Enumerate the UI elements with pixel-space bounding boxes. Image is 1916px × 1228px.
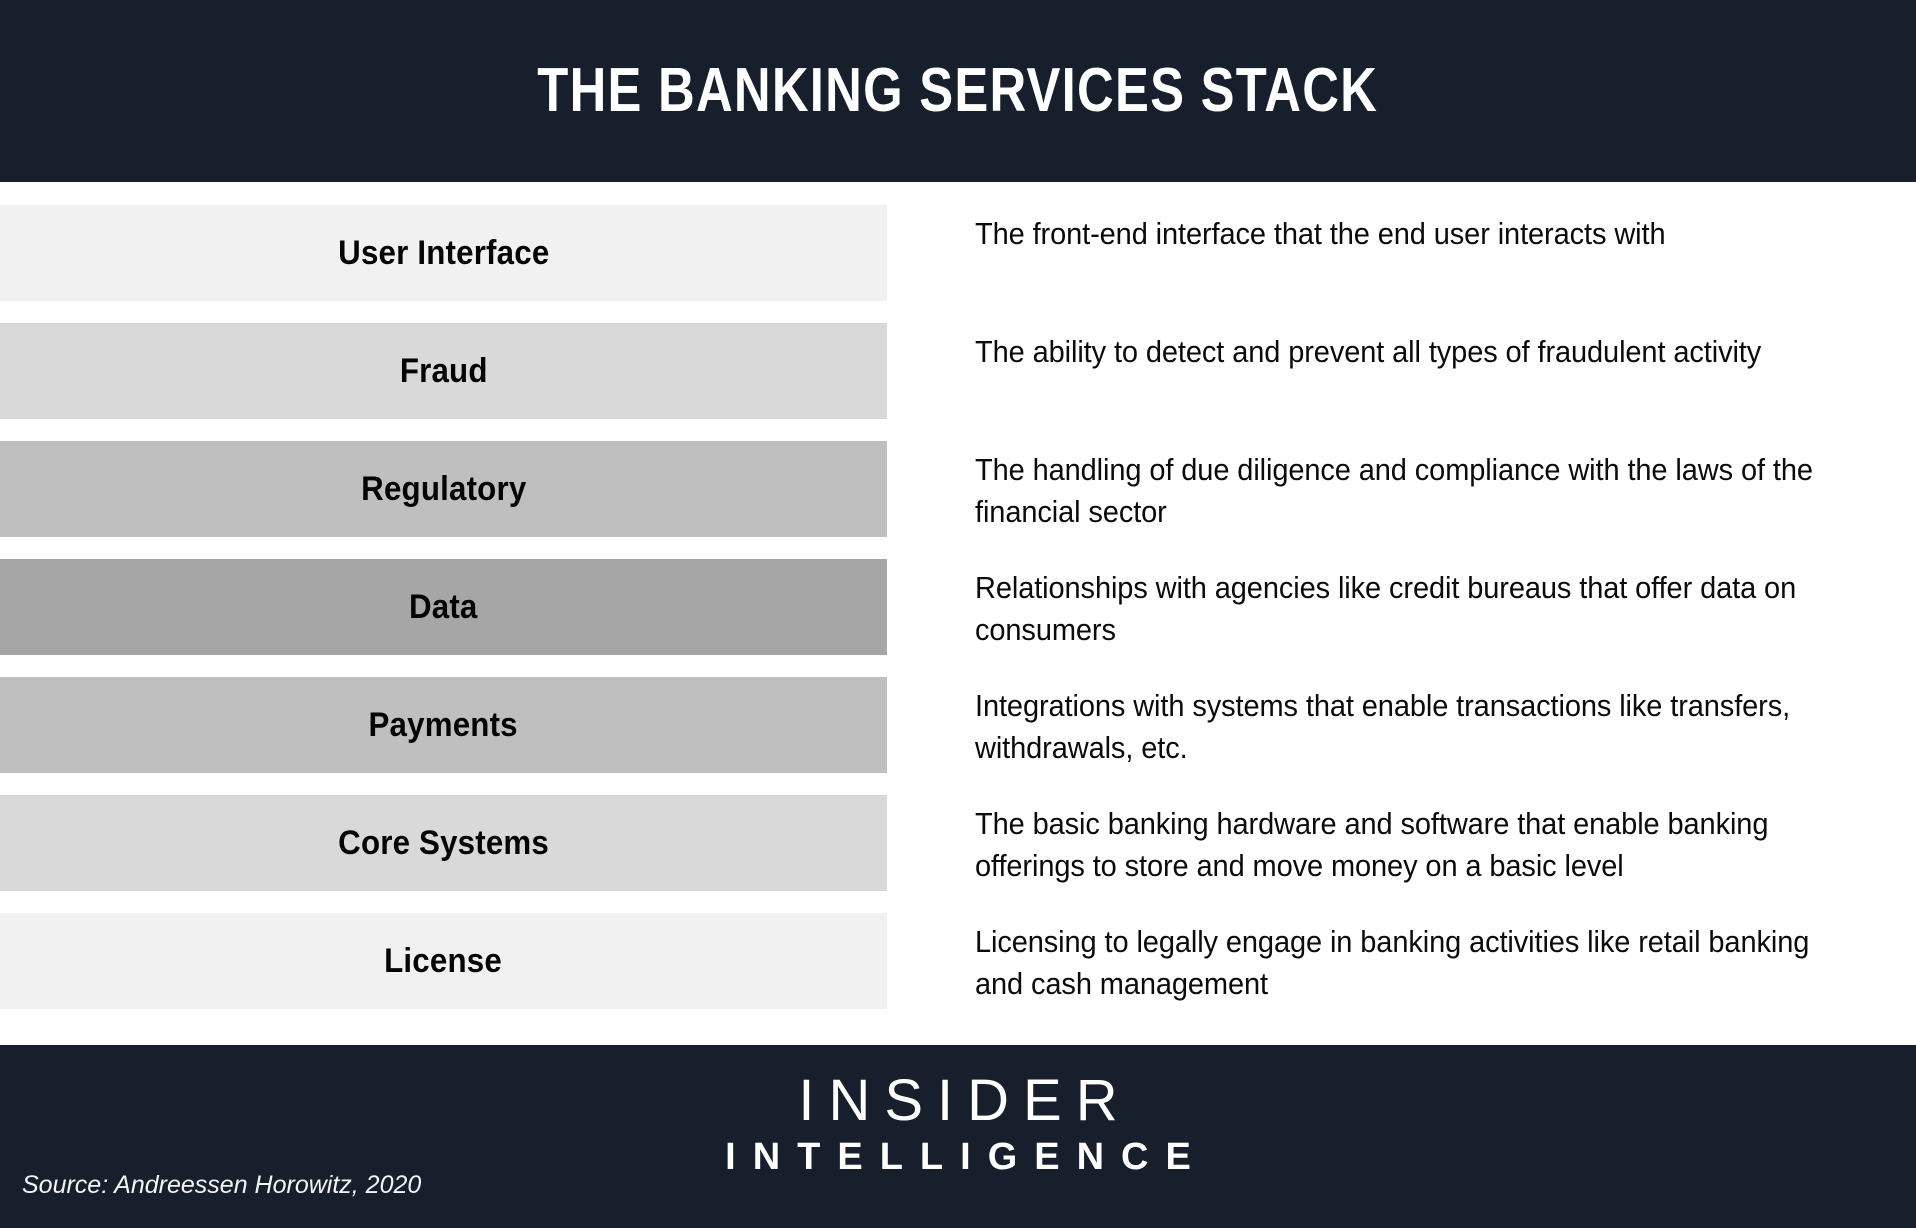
stack-layer-row: Fraud The ability to detect and prevent a…: [0, 323, 1916, 419]
stack-layer-row: Data Relationships with agencies like cre…: [0, 559, 1916, 655]
stack-layer-description: The ability to detect and prevent all ty…: [975, 335, 1762, 369]
stack-layer-bar[interactable]: Core Systems: [0, 795, 887, 891]
stack-layer-bar[interactable]: Data: [0, 559, 887, 655]
stack-layer-description: Licensing to legally engage in banking a…: [975, 925, 1810, 1001]
stack-layer-description: The front-end interface that the end use…: [975, 217, 1666, 251]
stack-layer-description: Relationships with agencies like credit …: [975, 571, 1797, 647]
stack-layer-bar[interactable]: Regulatory: [0, 441, 887, 537]
stack-layer-description: Integrations with systems that enable tr…: [975, 689, 1791, 765]
logo-primary-text: INSIDER: [798, 1068, 1132, 1133]
stack-layer-row: User Interface The front-end interface th…: [0, 205, 1916, 301]
stack-layer-bar[interactable]: Payments: [0, 677, 887, 773]
stack-layer-row: Regulatory The handling of due diligence …: [0, 441, 1916, 537]
stack-layer-label: License: [384, 942, 503, 980]
stack-layer-row: Core Systems The basic banking hardware a…: [0, 795, 1916, 891]
footer-banner: INSIDER INTELLIGENCE Source: Andreessen …: [0, 1045, 1916, 1228]
stack-layer-label: Core Systems: [338, 824, 549, 862]
stack-layer-label: Fraud: [399, 352, 488, 390]
logo-secondary-text: INTELLIGENCE: [725, 1135, 1208, 1178]
stack-layer-description: The handling of due diligence and compli…: [975, 453, 1813, 529]
stack-layer-label: Data: [409, 588, 478, 626]
stack-layer-label: Payments: [368, 706, 519, 744]
stack-layer-row: Payments Integrations with systems that e…: [0, 677, 1916, 773]
stack-diagram: User Interface The front-end interface th…: [0, 182, 1916, 1045]
stack-layer-description: The basic banking hardware and software …: [975, 807, 1769, 883]
header-banner: THE BANKING SERVICES STACK: [0, 0, 1916, 182]
brand-logo: INSIDER INTELLIGENCE: [0, 1068, 1916, 1183]
stack-layer-label: User Interface: [337, 234, 550, 272]
stack-layer-bar[interactable]: User Interface: [0, 205, 887, 301]
stack-layer-bar[interactable]: License: [0, 913, 887, 1009]
stack-layer-row: License Licensing to legally engage in ba…: [0, 913, 1916, 1009]
stack-layer-label: Regulatory: [360, 470, 527, 508]
page-title: THE BANKING SERVICES STACK: [537, 56, 1379, 125]
stack-layer-bar[interactable]: Fraud: [0, 323, 887, 419]
source-attribution: Source: Andreessen Horowitz, 2020: [22, 1171, 422, 1199]
